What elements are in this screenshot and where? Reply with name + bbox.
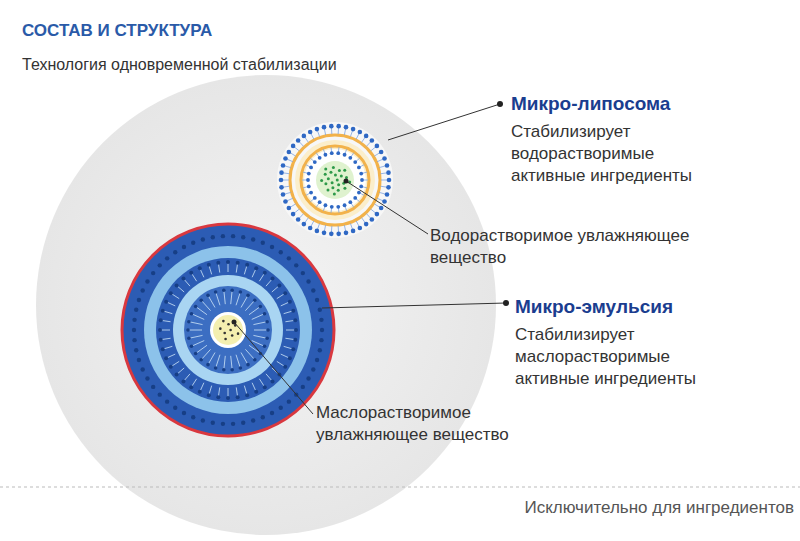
callout-heading: Микро-эмульсия: [515, 295, 673, 320]
footer-note: Исключительно для ингредиентов: [524, 497, 794, 519]
callout-text: Маслорастворимое увлажняющее вещество: [316, 402, 541, 446]
callout-text: Стабилизирует водорастворимые активные и…: [511, 121, 721, 187]
diagram-title: СОСТАВ И СТРУКТУРА: [22, 20, 212, 42]
leader-dots: [232, 101, 510, 325]
emulsion-figure: [122, 224, 334, 436]
callout-heading: Микро-липосома: [511, 92, 670, 117]
callout-text: Стабилизирует маслорастворимые активные …: [515, 324, 735, 390]
callout-text: Водорастворимое увлажняющее вещество: [430, 225, 705, 269]
subtitle: Технология одновременной стабилизации: [22, 55, 337, 76]
divider-line: [0, 486, 800, 487]
liposome-figure: [277, 122, 393, 238]
